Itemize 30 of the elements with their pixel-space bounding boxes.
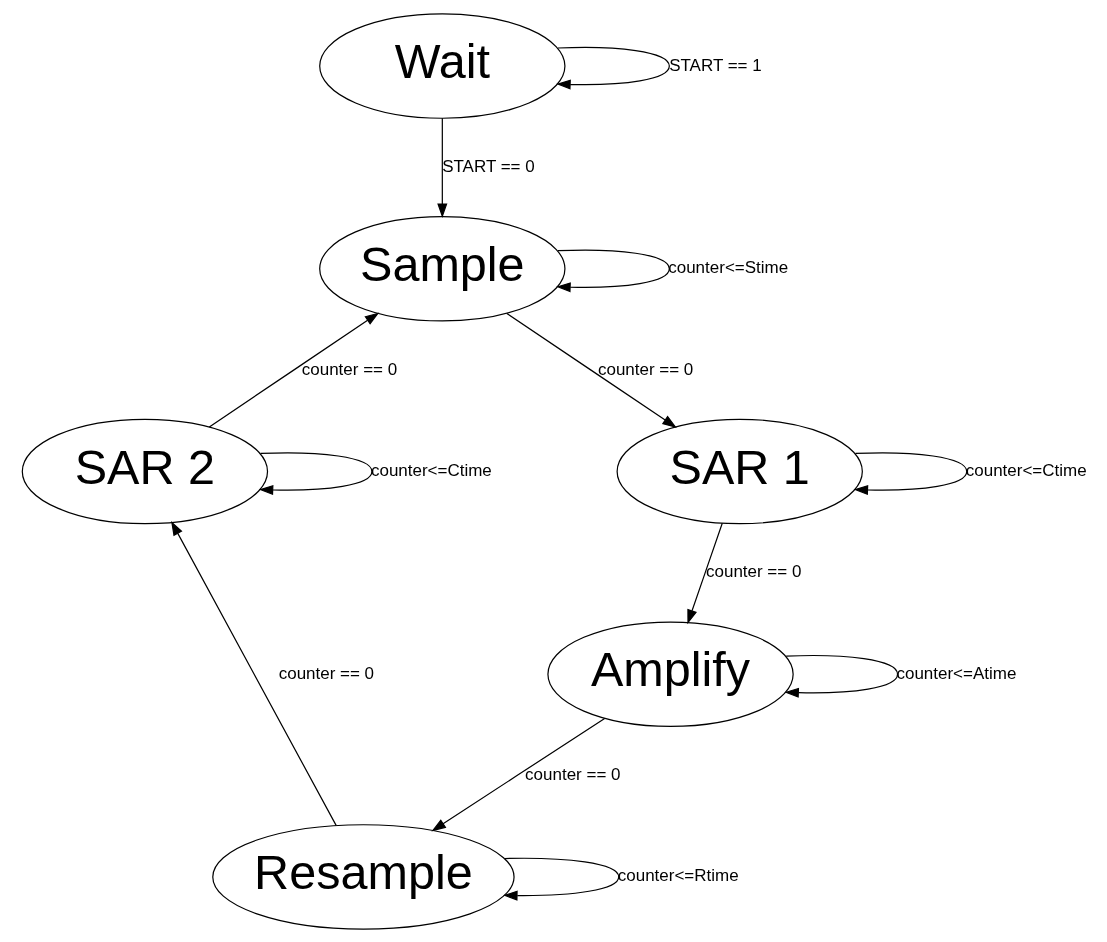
arrow	[170, 520, 337, 826]
arrow	[783, 654, 898, 698]
edge-label: counter<=Atime	[895, 663, 1016, 683]
node-ellipse: Resample	[211, 823, 515, 930]
edge-label: START == 1	[668, 55, 762, 75]
edge-label: counter == 0	[597, 359, 693, 379]
arrow	[686, 522, 723, 624]
edge-label: counter<=Rtime	[617, 865, 739, 885]
edge-label: counter == 0	[524, 764, 620, 784]
edge-label: counter == 0	[705, 561, 801, 581]
arrow	[555, 249, 670, 292]
node-ellipse: SAR 2	[21, 418, 268, 524]
arrow	[502, 857, 619, 901]
arrow	[430, 717, 605, 831]
edge-label: counter<=Ctime	[370, 460, 492, 480]
node-ellipse: Amplify	[546, 620, 794, 727]
arrow	[555, 46, 670, 90]
edge-label: counter<=Ctime	[965, 460, 1087, 480]
arrow	[436, 117, 447, 218]
arrow	[505, 312, 677, 428]
node-ellipse: SAR 1	[616, 418, 863, 524]
edge-label: counter<=Stime	[667, 257, 788, 277]
node-ellipse: Wait	[318, 12, 566, 119]
edge-label: counter == 0	[278, 663, 374, 683]
edge-label: START == 0	[441, 156, 535, 176]
edge-label: counter == 0	[301, 359, 397, 379]
arrow	[853, 451, 967, 495]
arrow	[208, 311, 379, 427]
arrow	[258, 451, 372, 495]
node-ellipse: Sample	[318, 215, 566, 322]
